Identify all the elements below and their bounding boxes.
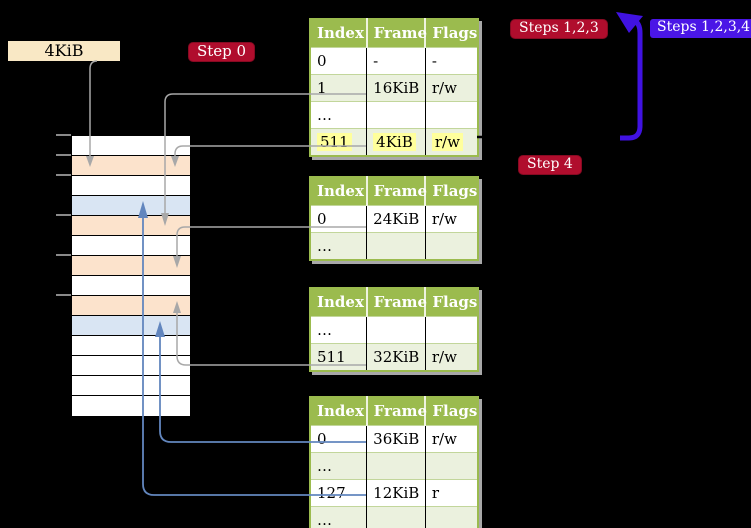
- memory-address-tick: [56, 134, 71, 136]
- memory-frame-row-3: [72, 196, 190, 216]
- table-header-row: Index Frame Flags: [310, 177, 478, 206]
- recursive-loop-arrow: [620, 17, 643, 141]
- col-index: Index: [310, 288, 368, 317]
- memory-frame-row-6: [72, 256, 190, 276]
- table-header-row: Index Frame Flags: [310, 19, 478, 48]
- col-flags: Flags: [425, 19, 478, 48]
- memory-frame-row-5: [72, 236, 190, 256]
- cell: 1: [310, 74, 368, 102]
- table-header-row: Index Frame Flags: [310, 288, 478, 317]
- cell: 511: [310, 128, 368, 156]
- col-frame: Frame: [366, 288, 427, 317]
- cell: 4KiB: [366, 128, 426, 156]
- memory-frame-row-13: [72, 396, 190, 415]
- cell: 36KiB: [366, 425, 426, 453]
- table-row: 511 32KiB r/w: [310, 343, 478, 371]
- cell: [366, 101, 426, 129]
- cell: [425, 452, 478, 480]
- table-row: …: [310, 316, 478, 344]
- cell: 127: [310, 479, 368, 507]
- table-row-highlighted: 511 4KiB r/w: [310, 128, 478, 156]
- cell: 24KiB: [366, 205, 426, 233]
- col-index: Index: [310, 19, 368, 48]
- memory-address-tick: [56, 174, 71, 176]
- page-table-3: Index Frame Flags … 511 32KiB r/w: [309, 287, 479, 372]
- cell: …: [310, 316, 368, 344]
- memory-frame-row-7: [72, 276, 190, 296]
- cell: 0: [310, 425, 368, 453]
- cell: 511: [310, 343, 368, 371]
- cell: …: [310, 232, 368, 260]
- memory-frame-row-2: [72, 176, 190, 196]
- cell: 0: [310, 47, 368, 75]
- table-row: …: [310, 101, 478, 129]
- cell: [425, 101, 478, 129]
- memory-frame-row-10: [72, 336, 190, 356]
- cell: …: [310, 452, 368, 480]
- step4-badge: Step 4: [518, 155, 582, 175]
- table-row: 0 24KiB r/w: [310, 205, 478, 233]
- steps1234-badge: Steps 1,2,3,4: [650, 19, 751, 38]
- steps123-badge: Steps 1,2,3: [510, 19, 608, 39]
- table-row: 0 36KiB r/w: [310, 425, 478, 453]
- col-index: Index: [310, 397, 368, 426]
- col-frame: Frame: [366, 19, 427, 48]
- col-frame: Frame: [366, 177, 427, 206]
- cell: [425, 232, 478, 260]
- cell: 12KiB: [366, 479, 426, 507]
- table-row: 1 16KiB r/w: [310, 74, 478, 102]
- cell: …: [310, 506, 368, 528]
- memory-address-tick: [56, 294, 71, 296]
- memory-frame-row-12: [72, 376, 190, 396]
- col-flags: Flags: [425, 288, 478, 317]
- cell: [366, 452, 426, 480]
- cell: r: [425, 479, 478, 507]
- memory-frame-row-1: [72, 156, 190, 176]
- memory-address-tick: [56, 254, 71, 256]
- step0-badge: Step 0: [188, 42, 256, 62]
- page-table-2: Index Frame Flags 0 24KiB r/w …: [309, 176, 479, 261]
- page-table-1: Index Frame Flags 0 - - 1 16KiB r/w … 51…: [309, 18, 479, 157]
- cell: 16KiB: [366, 74, 426, 102]
- table-row: 127 12KiB r: [310, 479, 478, 507]
- cell: r/w: [425, 425, 478, 453]
- memory-frame-row-11: [72, 356, 190, 376]
- frame-size-label: 4KiB: [8, 41, 120, 61]
- arrowhead-upleft-icon: [616, 12, 643, 33]
- highlighted-value: 511: [317, 132, 352, 151]
- col-frame: Frame: [366, 397, 427, 426]
- cell: r/w: [425, 74, 478, 102]
- table-header-row: Index Frame Flags: [310, 397, 478, 426]
- cell: r/w: [425, 205, 478, 233]
- cell: [425, 506, 478, 528]
- highlighted-value: r/w: [431, 132, 463, 151]
- table-row: 0 - -: [310, 47, 478, 75]
- cell: [366, 506, 426, 528]
- cell: -: [425, 47, 478, 75]
- cell: [366, 232, 426, 260]
- cell: 32KiB: [366, 343, 426, 371]
- cell: [425, 316, 478, 344]
- memory-frame-row-0: [72, 136, 190, 156]
- col-flags: Flags: [425, 397, 478, 426]
- cell: r/w: [425, 128, 478, 156]
- cell: 0: [310, 205, 368, 233]
- col-flags: Flags: [425, 177, 478, 206]
- table-row: …: [310, 506, 478, 528]
- page-table-4: Index Frame Flags 0 36KiB r/w … 127 12Ki…: [309, 396, 479, 528]
- cell: -: [366, 47, 426, 75]
- col-index: Index: [310, 177, 368, 206]
- physical-memory: [71, 135, 191, 417]
- cell: [366, 316, 426, 344]
- table-row: …: [310, 232, 478, 260]
- memory-frame-row-9: [72, 316, 190, 336]
- cell: …: [310, 101, 368, 129]
- memory-frame-row-4: [72, 216, 190, 236]
- memory-address-tick: [56, 214, 71, 216]
- memory-frame-row-8: [72, 296, 190, 316]
- highlighted-value: 4KiB: [373, 132, 416, 151]
- cell: r/w: [425, 343, 478, 371]
- memory-address-tick: [56, 154, 71, 156]
- table-row: …: [310, 452, 478, 480]
